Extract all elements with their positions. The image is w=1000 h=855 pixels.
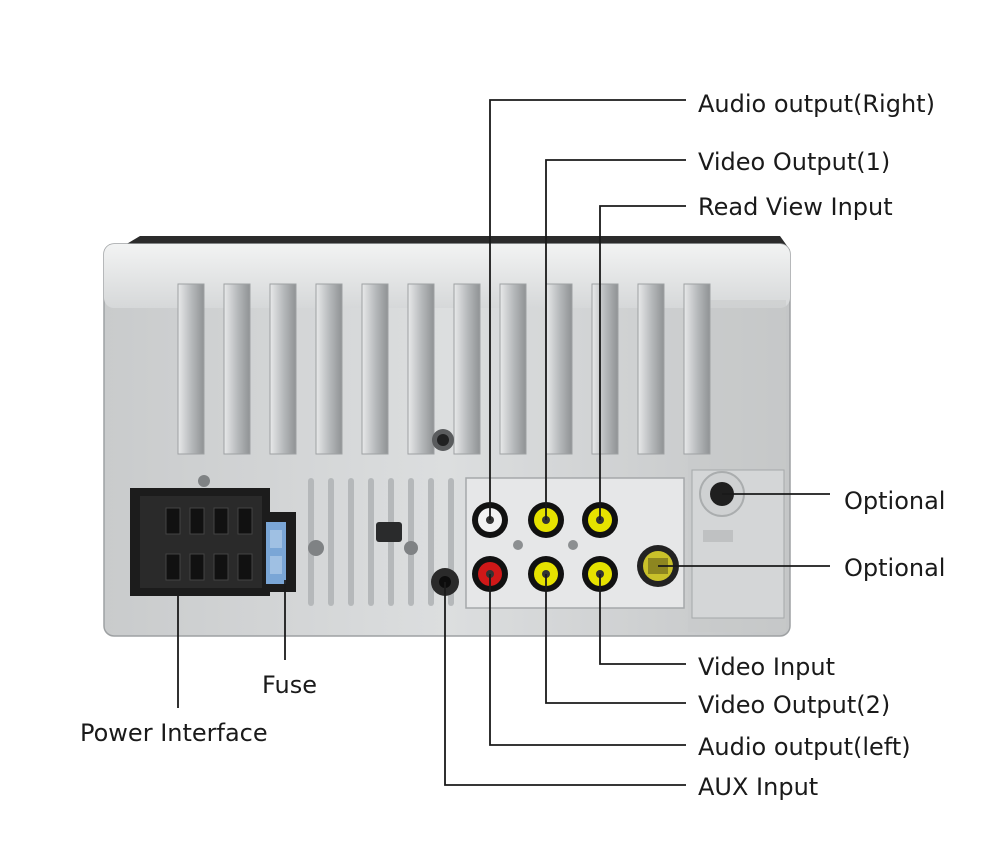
label-video-output-2: Video Output(2) — [698, 693, 890, 717]
label-aux-input: AUX Input — [698, 775, 818, 799]
power-pin — [190, 554, 204, 580]
heat-sink-fin — [500, 284, 526, 454]
label-optional-top: Optional — [844, 489, 945, 513]
power-pin — [190, 508, 204, 534]
mount-hole — [432, 429, 454, 451]
heat-sink-fin — [454, 284, 480, 454]
label-audio-output-right: Audio output(Right) — [698, 92, 935, 116]
fuse — [266, 522, 286, 584]
heat-sink-fin — [362, 284, 388, 454]
label-power-interface: Power Interface — [80, 721, 268, 745]
vent-slot — [328, 478, 334, 606]
power-pin — [214, 508, 228, 534]
heat-sink-fin — [224, 284, 250, 454]
power-pin — [238, 554, 252, 580]
heat-sink-fin — [178, 284, 204, 454]
label-read-view-input: Read View Input — [698, 195, 893, 219]
heat-sink-fin — [638, 284, 664, 454]
heat-sink-fin — [270, 284, 296, 454]
label-video-input: Video Input — [698, 655, 835, 679]
vent-slot — [348, 478, 354, 606]
label-video-output-1: Video Output(1) — [698, 150, 890, 174]
label-audio-output-left: Audio output(left) — [698, 735, 911, 759]
heat-sink-fin — [684, 284, 710, 454]
power-pin — [166, 508, 180, 534]
heat-sink-fin — [546, 284, 572, 454]
vent-slot — [368, 478, 374, 606]
power-pin — [214, 554, 228, 580]
heat-sink-fin — [592, 284, 618, 454]
gps-panel — [692, 470, 784, 618]
power-pin — [238, 508, 252, 534]
label-optional-bottom: Optional — [844, 556, 945, 580]
label-fuse: Fuse — [262, 673, 317, 697]
heat-sink-fin — [316, 284, 342, 454]
heat-sink-fin — [408, 284, 434, 454]
power-pin — [166, 554, 180, 580]
